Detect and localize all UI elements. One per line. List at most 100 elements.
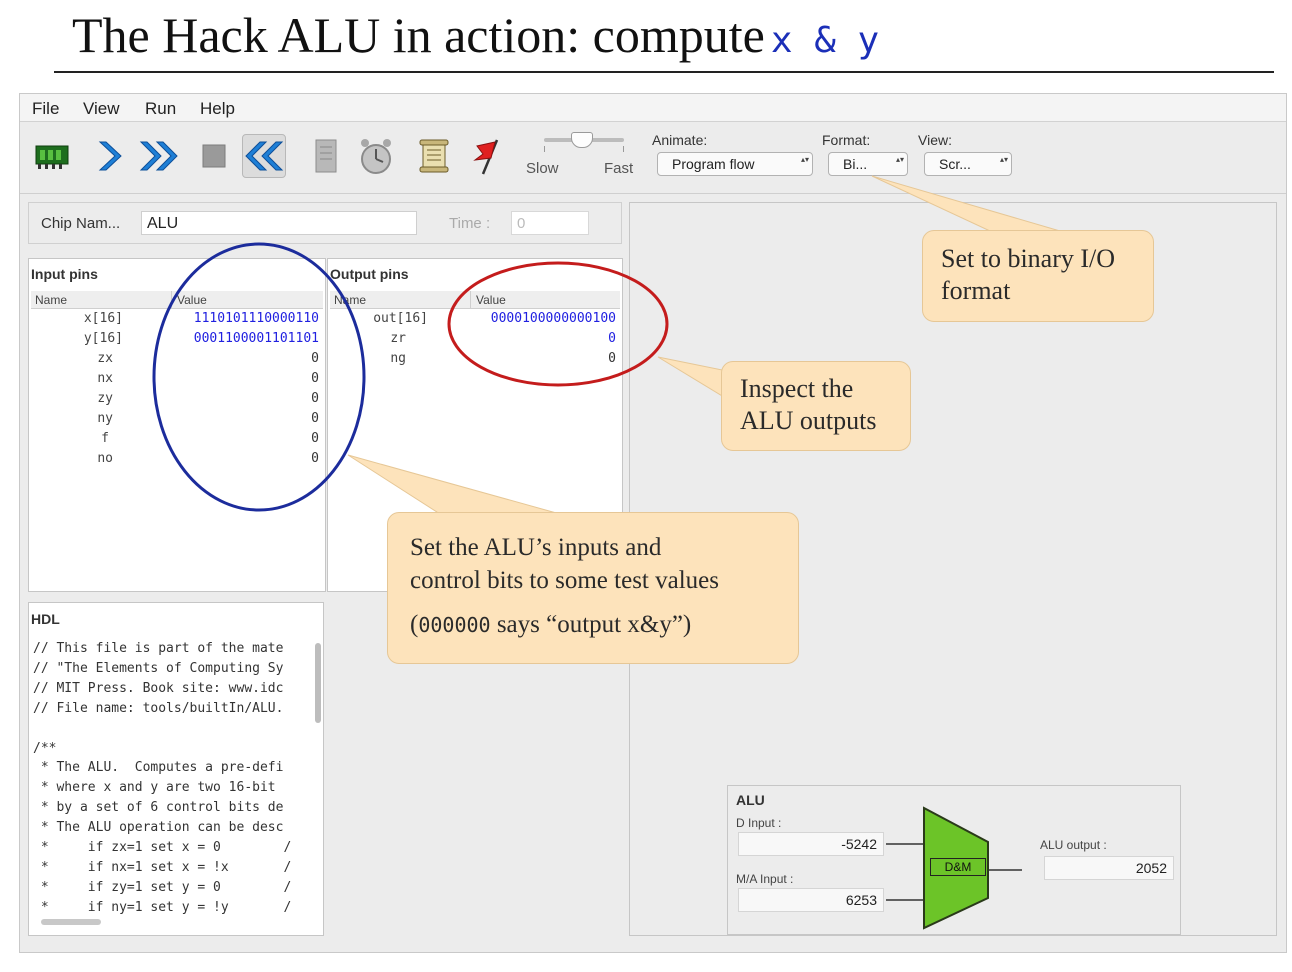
callout-text-line: ALU outputs xyxy=(740,406,877,435)
input-pin-row[interactable]: nx 0 xyxy=(31,369,323,389)
chip-name-field[interactable]: ALU xyxy=(141,211,417,235)
reset-button[interactable] xyxy=(242,134,286,178)
run-button[interactable] xyxy=(138,134,182,178)
breakpoint-button[interactable] xyxy=(466,134,510,178)
hdl-line: // MIT Press. Book site: www.idc xyxy=(33,680,284,696)
stop-button[interactable] xyxy=(192,134,236,178)
chip-icon xyxy=(35,145,69,169)
input-pin-row[interactable]: zx 0 xyxy=(31,349,323,369)
hdl-line: * if ny=1 set y = !y / xyxy=(33,899,292,915)
single-step-button[interactable] xyxy=(88,134,132,178)
callout-text-tail: says “output x&y”) xyxy=(490,611,692,638)
pin-name: zx xyxy=(97,351,113,366)
fast-forward-icon xyxy=(139,141,178,171)
pin-name: zy xyxy=(97,391,113,406)
menu-help[interactable]: Help xyxy=(200,99,235,118)
menu-run[interactable]: Run xyxy=(145,99,177,118)
callout-text-line: Inspect the xyxy=(740,374,854,403)
slide-title-code: x & y xyxy=(770,20,880,61)
hdl-panel: HDL // This file is part of the mate // "… xyxy=(28,602,324,936)
alu-operation-label: D&M xyxy=(930,858,986,876)
hdl-line: * The ALU. Computes a pre-defi xyxy=(33,760,284,776)
input-pin-row[interactable]: no 0 xyxy=(31,449,323,469)
input-pins-panel: Input pins Name Value x[16] 1110101110000… xyxy=(28,258,326,592)
pin-value[interactable]: 1110101110000110 xyxy=(193,311,319,326)
callout-set-inputs: Set the ALU’s inputs and control bits to… xyxy=(387,512,799,664)
animate-select[interactable]: Program flow xyxy=(657,152,813,176)
title-rule xyxy=(54,71,1274,73)
output-pin-row: out[16]0000100000000100 xyxy=(330,309,620,329)
load-chip-button[interactable] xyxy=(30,134,74,178)
pin-value[interactable]: 0 xyxy=(311,451,319,466)
hdl-line xyxy=(33,719,303,739)
menu-file[interactable]: File xyxy=(32,99,60,118)
hdl-line: * if zy=1 set y = 0 / xyxy=(33,879,292,895)
chip-name-label: Chip Nam... xyxy=(41,215,121,232)
pin-name: f xyxy=(101,431,109,446)
d-input-field: -5242 xyxy=(738,832,884,856)
hdl-vertical-scrollbar[interactable] xyxy=(315,643,321,723)
slide-title-text: The Hack ALU in action: compute xyxy=(72,7,765,63)
d-input-label: D Input : xyxy=(736,816,782,830)
view-label: View: xyxy=(918,132,952,148)
single-step-icon xyxy=(98,141,122,171)
speed-slider-thumb[interactable] xyxy=(571,132,593,148)
clock-button[interactable] xyxy=(354,134,398,178)
time-label: Time : xyxy=(449,215,491,232)
alu-trapezoid-icon xyxy=(886,806,1022,930)
callout-text-line: Set to binary I/O xyxy=(941,244,1116,273)
input-pin-row[interactable]: y[16] 0001100001101101 xyxy=(31,329,323,349)
menu-view[interactable]: View xyxy=(83,99,120,118)
ma-input-label: M/A Input : xyxy=(736,872,794,886)
alu-output-label: ALU output : xyxy=(1040,838,1107,852)
output-pins-col-separator xyxy=(470,291,471,309)
pin-name: y[16] xyxy=(83,331,123,346)
hdl-line: // This file is part of the mate xyxy=(33,641,284,656)
pin-name: no xyxy=(97,451,113,466)
input-pin-row[interactable]: ny 0 xyxy=(31,409,323,429)
chip-bar: Chip Nam... ALU Time : 0 xyxy=(28,202,622,244)
hdl-title: HDL xyxy=(31,611,60,627)
pin-name: nx xyxy=(97,371,113,386)
callout-text-line: (000000 says “output x&y”) xyxy=(410,608,776,642)
callout-text-line: Set the ALU’s inputs and xyxy=(410,534,662,561)
callout-binary-format: Set to binary I/O format xyxy=(922,230,1154,322)
input-pins-table: Name Value x[16]1110101110000110 y[16]00… xyxy=(31,291,323,589)
callout-text-line: control bits to some test values xyxy=(410,567,719,594)
hdl-line: * if zx=1 set x = 0 / xyxy=(33,840,292,856)
stop-icon xyxy=(202,144,226,168)
input-pins-col-separator xyxy=(171,291,172,309)
pin-value[interactable]: 0001100001101101 xyxy=(193,331,319,346)
hdl-line: * by a set of 6 control bits de xyxy=(33,800,284,816)
ma-input-field: 6253 xyxy=(738,888,884,912)
view-select[interactable]: Scr... xyxy=(924,152,1012,176)
script-button[interactable] xyxy=(304,134,348,178)
hdl-horizontal-scrollbar[interactable] xyxy=(41,919,101,925)
input-pins-title: Input pins xyxy=(31,266,98,282)
pin-name: x[16] xyxy=(83,311,123,326)
output-pins-col-name: Name xyxy=(334,293,367,307)
pin-value[interactable]: 0 xyxy=(311,431,319,446)
pin-name: zr xyxy=(390,331,406,346)
pin-value: 0000100000000100 xyxy=(490,311,616,326)
pin-value[interactable]: 0 xyxy=(311,411,319,426)
hdl-line: * The ALU operation can be desc xyxy=(33,820,284,836)
input-pins-header: Name Value xyxy=(31,291,323,309)
pin-name: ny xyxy=(97,411,113,426)
breakpoint-flag-icon xyxy=(473,139,499,175)
input-pin-row[interactable]: zy 0 xyxy=(31,389,323,409)
format-label: Format: xyxy=(822,132,871,148)
load-script-button[interactable] xyxy=(412,134,456,178)
pin-value[interactable]: 0 xyxy=(311,391,319,406)
callout-inspect-outputs: Inspect the ALU outputs xyxy=(721,361,911,451)
format-select[interactable]: Bi... xyxy=(828,152,908,176)
speed-slider-ticks xyxy=(544,146,624,152)
input-pin-row[interactable]: x[16] 1110101110000110 xyxy=(31,309,323,329)
pin-value[interactable]: 0 xyxy=(311,351,319,366)
hdl-line: // "The Elements of Computing Sy xyxy=(33,660,284,676)
pin-value: 0 xyxy=(608,331,616,346)
input-pins-col-name: Name xyxy=(35,293,68,307)
pin-value[interactable]: 0 xyxy=(311,371,319,386)
